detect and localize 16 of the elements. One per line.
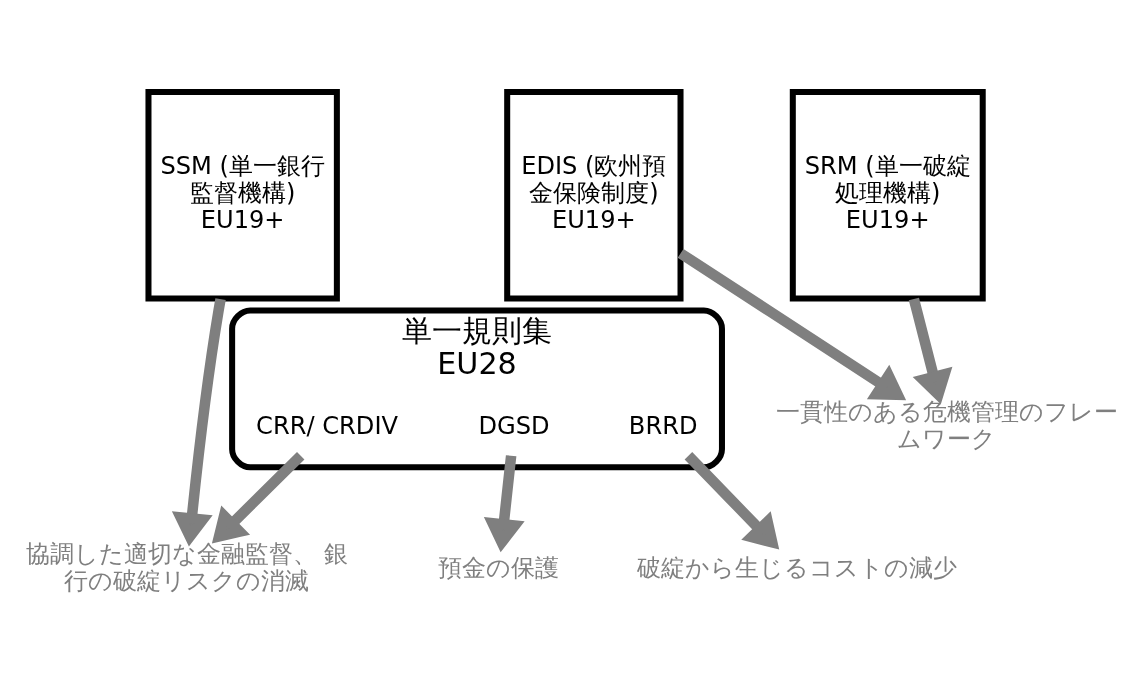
arrow [211,451,305,544]
node-text: 協調した適切な金融監督、 銀行の破綻リスクの消滅 [25,539,349,596]
node-box: SRM (単一破綻処理機構) EU19+ [789,89,986,302]
node-box: SSM (単一銀行監督機構) EU19+ [145,89,340,302]
node-text: 破綻から生じるコストの減少 [637,553,958,582]
arrow [908,297,953,405]
arrow [171,298,226,547]
node-text: 預金の保護 [438,553,560,582]
arrow [483,455,525,553]
node-text: CRR/ CRDIV [256,411,399,440]
node-text: 一貫性のある危機管理のフレームワーク [775,398,1118,454]
arrow [684,452,780,550]
node-box: EDIS (欧州預金保険制度) EU19+ [504,89,684,302]
arrow [677,248,907,401]
node-text: BRRD [628,411,698,440]
node-text: DGSD [478,411,550,440]
